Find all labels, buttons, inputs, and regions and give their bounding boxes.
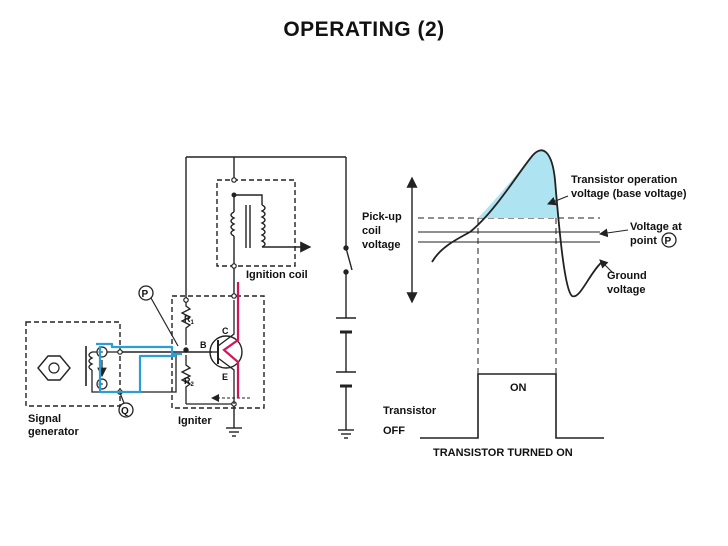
circuit-wiring [120,156,347,430]
caption: TRANSISTOR TURNED ON [433,447,573,459]
ignition-coil-label: Ignition coil [246,269,308,281]
collector-label: C [222,326,229,336]
r1-label: R1 [184,314,195,326]
igniter-label: Igniter [178,415,212,427]
signal-generator-label: Signal generator [28,413,79,438]
voltage-graph [406,149,629,439]
point-p-label: P [142,289,149,300]
pickup-coil-voltage-label: Pick-up coil voltage [362,211,405,251]
transistor-operation-label: Transistor operation voltage (base volta… [571,174,687,200]
point-q-marker [118,392,134,418]
current-path-red [222,282,240,398]
battery-symbol [336,317,356,388]
voltage-point-p-label: P [665,236,672,247]
ground-voltage-label: Ground voltage [607,270,650,296]
page-title: OPERATING (2) [283,18,445,41]
current-path-blue [96,342,182,394]
point-p-marker [138,285,179,347]
igniter [171,293,265,409]
emitter-label: E [222,372,228,382]
switch-symbol [343,245,353,275]
voltage-at-point-label: Voltage at point [630,221,685,247]
point-q-label: Q [121,406,129,417]
r2-label: R2 [184,376,195,388]
on-label: ON [510,382,527,394]
base-label: B [200,340,207,350]
voltage-point-p-marker: P [661,232,677,248]
transistor-label: Transistor [383,405,437,417]
ignition-coil [216,177,312,269]
off-label: OFF [383,425,405,437]
ground-symbol [226,427,354,439]
